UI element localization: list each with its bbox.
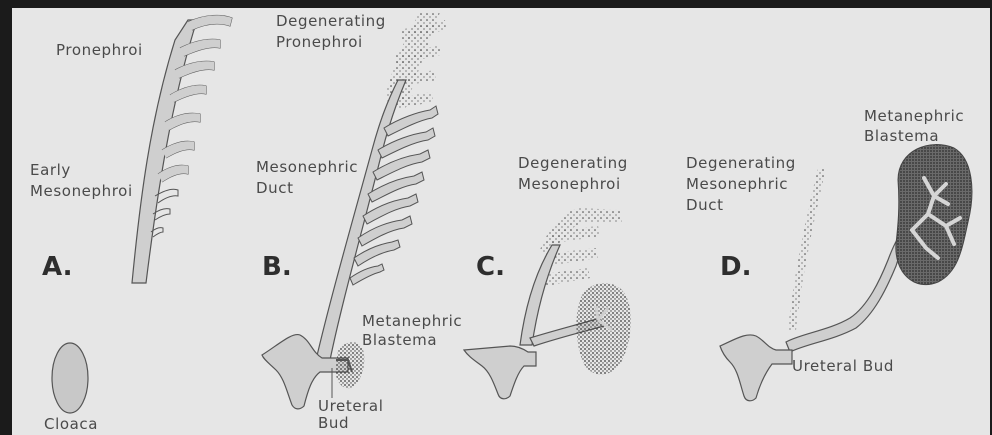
panel-a-cloaca xyxy=(52,343,88,413)
label-early-mesonephroi-line2: Mesonephroi xyxy=(30,181,133,201)
label-ureteral-bud-d: Ureteral Bud xyxy=(792,356,894,376)
label-metanephric-blastema-b-line1: Metanephric xyxy=(362,311,462,331)
label-pronephroi: Pronephroi xyxy=(56,40,143,60)
label-early-mesonephroi-line1: Early xyxy=(30,160,71,180)
panel-b-letter: B. xyxy=(262,252,292,282)
label-degenerating-mesonephroi-line2: Mesonephroi xyxy=(518,174,621,194)
panel-a-letter: A. xyxy=(42,252,72,282)
panel-d-metanephros xyxy=(896,145,972,285)
label-mesonephric-duct-line1: Mesonephric xyxy=(256,157,358,177)
panel-d-letter: D. xyxy=(720,252,751,282)
label-metanephric-blastema-b-line2: Blastema xyxy=(362,330,437,350)
label-degenerating-mesonephric-duct-line3: Duct xyxy=(686,195,724,215)
panel-c-letter: C. xyxy=(476,252,505,282)
label-degenerating-pronephroi-line1: Degenerating xyxy=(276,11,386,31)
panel-b-metanephric-blastema xyxy=(336,342,365,388)
label-degenerating-mesonephroi-line1: Degenerating xyxy=(518,153,628,173)
panel-d-degenerating-duct xyxy=(788,168,826,330)
label-metanephric-blastema-d-line1: Metanephric xyxy=(864,106,964,126)
label-degenerating-mesonephric-duct-line2: Mesonephric xyxy=(686,174,788,194)
panel-d-cloaca xyxy=(720,335,792,401)
label-cloaca: Cloaca xyxy=(44,414,98,434)
panel-c-metanephros xyxy=(577,283,631,374)
label-ureteral-bud-b-line2: Bud xyxy=(318,413,349,433)
panel-c-cloaca xyxy=(464,346,536,399)
label-degenerating-pronephroi-line2: Pronephroi xyxy=(276,32,363,52)
label-metanephric-blastema-d-line2: Blastema xyxy=(864,126,939,146)
label-mesonephric-duct-line2: Duct xyxy=(256,178,294,198)
label-degenerating-mesonephric-duct-line1: Degenerating xyxy=(686,153,796,173)
